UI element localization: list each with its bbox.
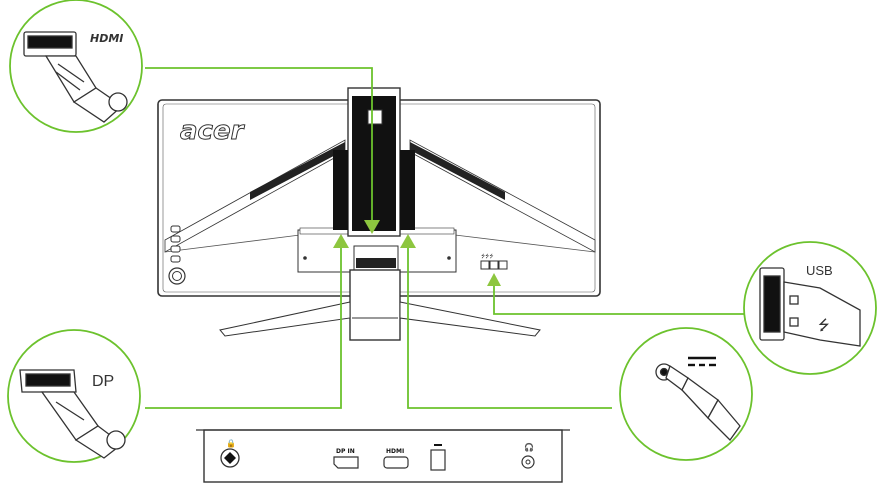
stand-neck: [349, 269, 401, 341]
power-callout: [619, 327, 753, 461]
stand-base-right: [399, 301, 541, 337]
arrow-heads: [333, 220, 501, 286]
brand-logo: acer: [180, 116, 246, 146]
usb-label: USB: [806, 263, 833, 278]
usb-cable-icon: ⭍: [759, 267, 861, 347]
kensington-lock-port: 🔒: [220, 439, 240, 468]
dc-in-port: [430, 444, 446, 471]
power-arrow: [400, 234, 416, 248]
dc-plug-icon: [655, 363, 741, 442]
power-button: [168, 267, 186, 285]
dp-callout: DP: [7, 329, 141, 463]
audio-out-port: 🎧: [521, 442, 535, 469]
hdmi-callout: HDMI: [9, 0, 143, 133]
hdmi-label: HDMI: [90, 32, 123, 45]
headphone-icon: 🎧: [524, 442, 534, 452]
usb-hub-ports: ⭍⭍⭍: [480, 254, 508, 270]
hdmi-cable-icon: [23, 31, 128, 123]
dp-arrow: [333, 234, 349, 248]
hdmi-port: HDMI: [383, 448, 409, 469]
dp-in-port-label: DP IN: [336, 448, 355, 455]
dp-label: DP: [92, 373, 114, 390]
connector-lines: [145, 67, 745, 409]
svg-text:⭍: ⭍: [818, 317, 830, 333]
lock-icon: 🔒: [226, 439, 236, 448]
monitor-back: acer ⭍⭍⭍: [157, 87, 601, 341]
dp-cable-icon: [19, 369, 126, 459]
hdmi-arrow: [364, 220, 380, 234]
dp-in-port: DP IN: [333, 448, 359, 469]
svg-text:⭍⭍⭍: ⭍⭍⭍: [481, 254, 494, 260]
usb-arrow: [487, 273, 501, 286]
usb-callout: ⭍ USB: [743, 241, 877, 375]
rear-io-panel: 🔒 DP IN HDMI 🎧: [196, 429, 570, 483]
stand-base-left: [219, 301, 351, 337]
dc-power-symbol-icon: [688, 356, 716, 367]
hdmi-port-label: HDMI: [386, 448, 404, 455]
osd-control-buttons: [170, 225, 181, 263]
